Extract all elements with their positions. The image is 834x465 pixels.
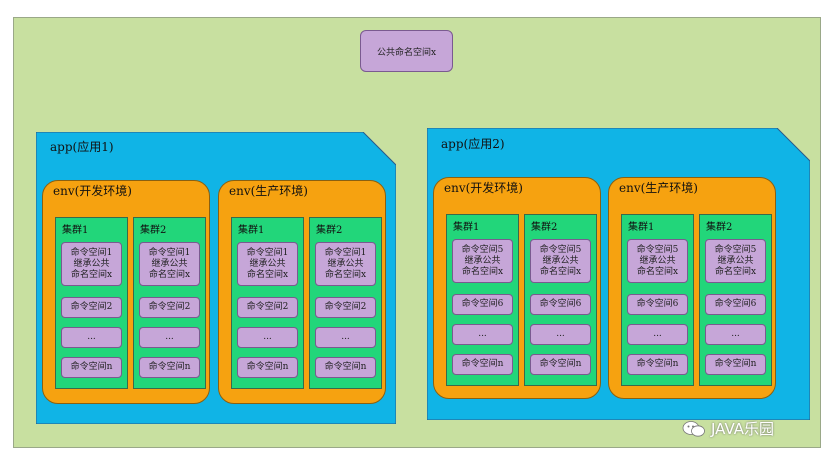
cluster-label: 集群1: [62, 225, 89, 236]
cluster-label: 集群2: [531, 222, 558, 233]
namespace-ellipsis-box: ...: [61, 327, 122, 348]
namespace-label: ...: [556, 329, 565, 339]
namespace-box: 命令空间1 继承公共 命名空间x: [61, 242, 122, 286]
namespace-label: 命令空间2: [148, 302, 191, 312]
cluster-label: 集群1: [453, 222, 480, 233]
namespace-label: 命令空间6: [636, 299, 679, 309]
namespace-box: 命令空间2: [61, 297, 122, 318]
namespace-label: 命令空间5 继承公共 命名空间x: [636, 244, 679, 277]
cluster-box: 集群2 命令空间5 继承公共 命名空间x 命令空间6... 命令空间n: [524, 214, 597, 386]
namespace-box: 命令空间n: [452, 354, 513, 375]
cluster-box: 集群2 命令空间1 继承公共 命名空间x 命令空间2... 命令空间n: [133, 217, 206, 389]
namespace-ellipsis-box: ...: [530, 324, 591, 345]
namespace-box: 命令空间n: [530, 354, 591, 375]
namespace-label: 命令空间n: [70, 362, 113, 372]
public-namespace-label: 公共命名空间x: [376, 47, 437, 58]
cluster-box: 集群2 命令空间1 继承公共 命名空间x 命令空间2... 命令空间n: [309, 217, 382, 389]
namespace-label: 命令空间n: [636, 359, 679, 369]
env-label: env(开发环境): [444, 181, 523, 195]
namespace-label: 命令空间1 继承公共 命名空间x: [246, 247, 289, 280]
namespace-box: 命令空间5 继承公共 命名空间x: [705, 239, 766, 283]
namespace-ellipsis-box: ...: [627, 324, 688, 345]
env-box: env(开发环境) 集群1 命令空间1 继承公共 命名空间x 命令空间2... 命令空…: [42, 180, 210, 404]
namespace-label: 命令空间n: [539, 359, 582, 369]
namespace-box: 命令空间n: [237, 357, 298, 378]
namespace-label: 命令空间5 继承公共 命名空间x: [714, 244, 757, 277]
cluster-box: 集群2 命令空间5 继承公共 命名空间x 命令空间6... 命令空间n: [699, 214, 772, 386]
namespace-label: ...: [478, 329, 487, 339]
watermark: JAVA乐园: [682, 418, 774, 439]
namespace-box: 命令空间5 继承公共 命名空间x: [452, 239, 513, 283]
namespace-box: 命令空间5 继承公共 命名空间x: [627, 239, 688, 283]
namespace-box: 命令空间n: [139, 357, 200, 378]
namespace-label: ...: [87, 332, 96, 342]
env-box: env(生产环境) 集群1 命令空间1 继承公共 命名空间x 命令空间2... 命令空…: [218, 180, 386, 404]
cluster-label: 集群2: [140, 225, 167, 236]
app-label: app(应用1): [50, 140, 114, 154]
namespace-ellipsis-box: ...: [705, 324, 766, 345]
namespace-box: 命令空间n: [315, 357, 376, 378]
namespace-label: ...: [263, 332, 272, 342]
namespace-label: ...: [341, 332, 350, 342]
namespace-label: 命令空间1 继承公共 命名空间x: [70, 247, 113, 280]
namespace-label: 命令空间2: [324, 302, 367, 312]
namespace-label: 命令空间1 继承公共 命名空间x: [148, 247, 191, 280]
cluster-box: 集群1 命令空间1 继承公共 命名空间x 命令空间2... 命令空间n: [55, 217, 128, 389]
namespace-label: 命令空间6: [714, 299, 757, 309]
namespace-ellipsis-box: ...: [315, 327, 376, 348]
namespace-label: 命令空间6: [461, 299, 504, 309]
cluster-label: 集群1: [628, 222, 655, 233]
env-label: env(生产环境): [229, 184, 308, 198]
namespace-box: 命令空间2: [139, 297, 200, 318]
namespace-label: 命令空间2: [70, 302, 113, 312]
namespace-box: 命令空间1 继承公共 命名空间x: [139, 242, 200, 286]
namespace-ellipsis-box: ...: [139, 327, 200, 348]
namespace-box: 命令空间6: [705, 294, 766, 315]
env-box: env(开发环境) 集群1 命令空间5 继承公共 命名空间x 命令空间6... 命令空…: [433, 177, 601, 399]
namespace-ellipsis-box: ...: [452, 324, 513, 345]
namespace-ellipsis-box: ...: [237, 327, 298, 348]
namespace-label: 命令空间1 继承公共 命名空间x: [324, 247, 367, 280]
namespace-box: 命令空间5 继承公共 命名空间x: [530, 239, 591, 283]
namespace-box: 命令空间n: [61, 357, 122, 378]
cluster-label: 集群2: [316, 225, 343, 236]
namespace-label: 命令空间n: [324, 362, 367, 372]
namespace-label: 命令空间n: [714, 359, 757, 369]
namespace-box: 命令空间6: [627, 294, 688, 315]
namespace-label: 命令空间5 继承公共 命名空间x: [461, 244, 504, 277]
namespace-label: 命令空间6: [539, 299, 582, 309]
namespace-label: ...: [165, 332, 174, 342]
namespace-box: 命令空间6: [530, 294, 591, 315]
env-label: env(开发环境): [53, 184, 132, 198]
public-namespace-box: 公共命名空间x: [360, 30, 453, 72]
cluster-label: 集群2: [706, 222, 733, 233]
namespace-box: 命令空间n: [627, 354, 688, 375]
namespace-box: 命令空间2: [315, 297, 376, 318]
cluster-label: 集群1: [238, 225, 265, 236]
cluster-box: 集群1 命令空间5 继承公共 命名空间x 命令空间6... 命令空间n: [446, 214, 519, 386]
namespace-box: 命令空间2: [237, 297, 298, 318]
namespace-box: 命令空间6: [452, 294, 513, 315]
namespace-box: 命令空间1 继承公共 命名空间x: [237, 242, 298, 286]
namespace-label: 命令空间n: [461, 359, 504, 369]
wechat-icon: [682, 420, 706, 438]
namespace-label: 命令空间n: [148, 362, 191, 372]
cluster-box: 集群1 命令空间5 继承公共 命名空间x 命令空间6... 命令空间n: [621, 214, 694, 386]
namespace-label: ...: [731, 329, 740, 339]
namespace-box: 命令空间n: [705, 354, 766, 375]
namespace-box: 命令空间1 继承公共 命名空间x: [315, 242, 376, 286]
watermark-text: JAVA乐园: [711, 420, 775, 438]
env-label: env(生产环境): [619, 181, 698, 195]
app-box-2: app(应用2) env(开发环境) 集群1 命令空间5 继承公共 命名空间x 命令…: [427, 128, 810, 420]
namespace-label: 命令空间n: [246, 362, 289, 372]
cluster-box: 集群1 命令空间1 继承公共 命名空间x 命令空间2... 命令空间n: [231, 217, 304, 389]
namespace-label: ...: [653, 329, 662, 339]
app-box-1: app(应用1) env(开发环境) 集群1 命令空间1 继承公共 命名空间x 命令…: [36, 132, 396, 424]
namespace-label: 命令空间5 继承公共 命名空间x: [539, 244, 582, 277]
namespace-label: 命令空间2: [246, 302, 289, 312]
app-label: app(应用2): [441, 137, 505, 151]
env-box: env(生产环境) 集群1 命令空间5 继承公共 命名空间x 命令空间6... 命令空…: [608, 177, 776, 399]
